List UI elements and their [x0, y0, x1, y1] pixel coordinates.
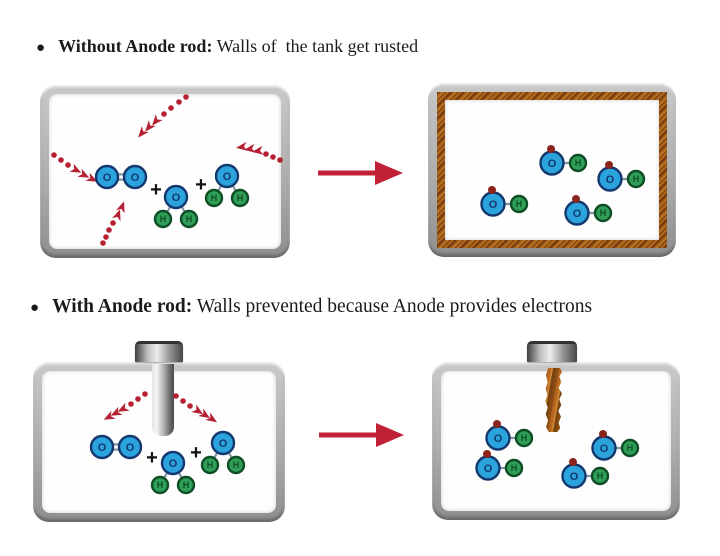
- reaction-arrow-icon: [319, 423, 404, 447]
- tank-with-anode-after: O H O H O H O H: [432, 341, 680, 520]
- svg-text:O: O: [548, 158, 557, 170]
- anode-rod: [152, 364, 174, 436]
- anode-cap: [135, 341, 183, 362]
- svg-text:O: O: [169, 458, 178, 470]
- svg-text:H: H: [211, 193, 218, 203]
- svg-text:O: O: [484, 463, 493, 475]
- svg-text:+: +: [195, 174, 207, 196]
- svg-text:H: H: [575, 158, 582, 168]
- svg-text:H: H: [600, 208, 607, 218]
- svg-text:+: +: [146, 447, 158, 469]
- svg-text:O: O: [223, 171, 232, 183]
- svg-text:O: O: [131, 172, 140, 184]
- svg-text:O: O: [126, 442, 135, 454]
- heading-without-anode-text: Without Anode rod: Walls of the tank get…: [58, 36, 419, 56]
- svg-text:O: O: [570, 471, 579, 483]
- svg-text:O: O: [219, 438, 228, 450]
- svg-text:O: O: [573, 208, 582, 220]
- bullet-icon: ●: [36, 40, 46, 56]
- svg-text:H: H: [633, 174, 640, 184]
- svg-text:H: H: [511, 463, 518, 473]
- heading-with-anode-bold: With Anode rod:: [52, 296, 193, 317]
- svg-text:O: O: [98, 442, 107, 454]
- svg-text:H: H: [233, 460, 240, 470]
- heading-with-anode-text: With Anode rod: Walls prevented because …: [52, 296, 593, 317]
- heading-with-anode: ● With Anode rod: Walls prevented becaus…: [30, 296, 592, 318]
- tank-without-anode-after: O H O H O H O H: [428, 83, 676, 257]
- rusted-tank-interior: [437, 92, 667, 248]
- molecules-overlay: O H O H O H O H: [475, 420, 640, 489]
- bullet-icon: ●: [30, 300, 40, 316]
- svg-text:H: H: [183, 480, 190, 490]
- svg-text:O: O: [494, 433, 503, 445]
- svg-text:O: O: [606, 174, 615, 186]
- svg-text:H: H: [237, 193, 244, 203]
- svg-text:O: O: [489, 199, 498, 211]
- svg-text:H: H: [627, 443, 634, 453]
- heading-without-anode-bold: Without Anode rod:: [58, 36, 213, 56]
- svg-text:H: H: [207, 460, 214, 470]
- svg-text:O: O: [172, 192, 181, 204]
- svg-text:H: H: [157, 480, 164, 490]
- reaction-arrow-icon: [318, 161, 403, 185]
- molecules-overlay: O H O H O H O H: [480, 145, 646, 226]
- svg-text:+: +: [150, 179, 162, 201]
- svg-text:O: O: [103, 172, 112, 184]
- svg-text:H: H: [521, 433, 528, 443]
- heading-without-anode: ● Without Anode rod: Walls of the tank g…: [36, 36, 418, 57]
- svg-text:+: +: [190, 442, 202, 464]
- svg-text:H: H: [597, 471, 604, 481]
- anode-cap: [527, 341, 577, 362]
- svg-text:H: H: [186, 214, 193, 224]
- svg-text:O: O: [600, 443, 609, 455]
- anode-rod-corroded: [545, 368, 562, 432]
- svg-text:H: H: [516, 199, 523, 209]
- svg-text:H: H: [160, 214, 167, 224]
